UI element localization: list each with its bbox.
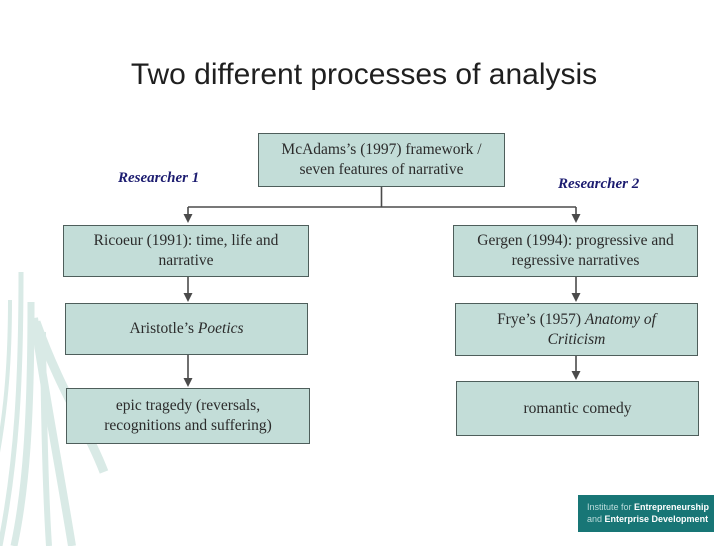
researcher-1-label: Researcher 1 [118, 170, 200, 186]
node-text-line: Criticism [547, 330, 606, 348]
node-ricoeur: Ricoeur (1991): time, life and narrative [63, 225, 309, 277]
node-text-line: Aristotle’s Poetics [129, 320, 244, 337]
node-text-line: McAdams’s (1997) framework / [281, 141, 482, 158]
logo-text: Institute for [587, 502, 635, 512]
node-text-line: narrative [158, 252, 214, 269]
node-text-line: romantic comedy [523, 399, 632, 417]
node-text-line: regressive narratives [511, 252, 640, 269]
node-text-line: recognitions and suffering) [104, 417, 272, 434]
logo-line-1: Institute for Entrepreneurship [587, 502, 714, 514]
logo-text-bold: Entrepreneurship [634, 502, 710, 512]
logo-text-bold: Enterprise Development [604, 513, 709, 524]
node-aristotle-poetics: Aristotle’s Poetics [65, 303, 308, 355]
slide-title: Two different processes of analysis [130, 58, 598, 91]
node-text-line: Gergen (1994): progressive and [477, 232, 674, 249]
node-epic-tragedy: epic tragedy (reversals, recognitions and… [66, 388, 310, 444]
node-text-line: seven features of narrative [299, 161, 464, 178]
node-frye-anatomy: Frye’s (1957) Anatomy of Criticism [455, 303, 698, 356]
node-mcadams-framework: McAdams’s (1997) framework / seven featur… [258, 133, 505, 187]
logo-line-2: and Enterprise Development [587, 514, 714, 526]
node-text-line: Frye’s (1957) Anatomy of [497, 310, 656, 328]
node-text-line: epic tragedy (reversals, [115, 397, 261, 414]
node-gergen: Gergen (1994): progressive and regressive… [453, 225, 698, 277]
node-text-line: Ricoeur (1991): time, life and [93, 232, 279, 249]
logo-text: and [587, 513, 605, 524]
researcher-2-label: Researcher 2 [558, 176, 640, 192]
institute-logo: Institute for Entrepreneurship and Enter… [578, 495, 714, 532]
node-romantic-comedy: romantic comedy [456, 381, 699, 436]
